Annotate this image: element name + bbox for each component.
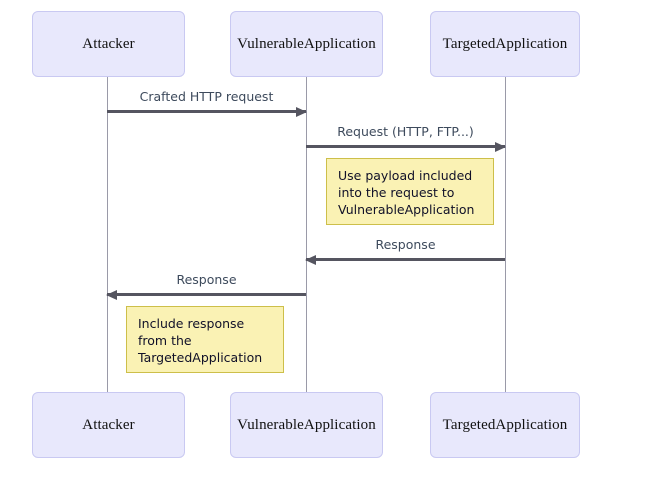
participant-targeted-application-top[interactable]: TargetedApplication bbox=[430, 11, 580, 77]
message-label: Response bbox=[375, 237, 436, 252]
participant-vulnerable-application-top[interactable]: VulnerableApplication bbox=[230, 11, 383, 77]
lifeline-vulnerable-application bbox=[306, 77, 307, 392]
participant-targeted-application-bottom[interactable]: TargetedApplication bbox=[430, 392, 580, 458]
note-line: Use payload included bbox=[338, 168, 473, 183]
message-line bbox=[107, 110, 306, 113]
arrowhead-right-icon bbox=[495, 141, 506, 152]
message-label: Response bbox=[176, 272, 237, 287]
note-include-response: Include response from the TargetedApplic… bbox=[126, 306, 284, 373]
message-label: Request (HTTP, FTP...) bbox=[337, 124, 474, 139]
message-line bbox=[306, 145, 505, 148]
note-line: Include response bbox=[138, 316, 245, 331]
lifeline-attacker bbox=[107, 77, 108, 392]
arrowhead-right-icon bbox=[296, 106, 307, 117]
participant-attacker-bottom[interactable]: Attacker bbox=[32, 392, 185, 458]
note-line: from the bbox=[138, 333, 192, 348]
lifeline-targeted-application bbox=[505, 77, 506, 392]
message-line bbox=[107, 293, 306, 296]
arrowhead-left-icon bbox=[305, 254, 316, 265]
participant-vulnerable-application-bottom[interactable]: VulnerableApplication bbox=[230, 392, 383, 458]
note-line: VulnerableApplication bbox=[338, 202, 475, 217]
participant-attacker-top[interactable]: Attacker bbox=[32, 11, 185, 77]
message-line bbox=[306, 258, 505, 261]
note-use-payload-included: Use payload included into the request to… bbox=[326, 158, 494, 225]
note-line: TargetedApplication bbox=[138, 350, 263, 365]
message-label: Crafted HTTP request bbox=[139, 89, 274, 104]
note-line: into the request to bbox=[338, 185, 455, 200]
arrowhead-left-icon bbox=[106, 289, 117, 300]
